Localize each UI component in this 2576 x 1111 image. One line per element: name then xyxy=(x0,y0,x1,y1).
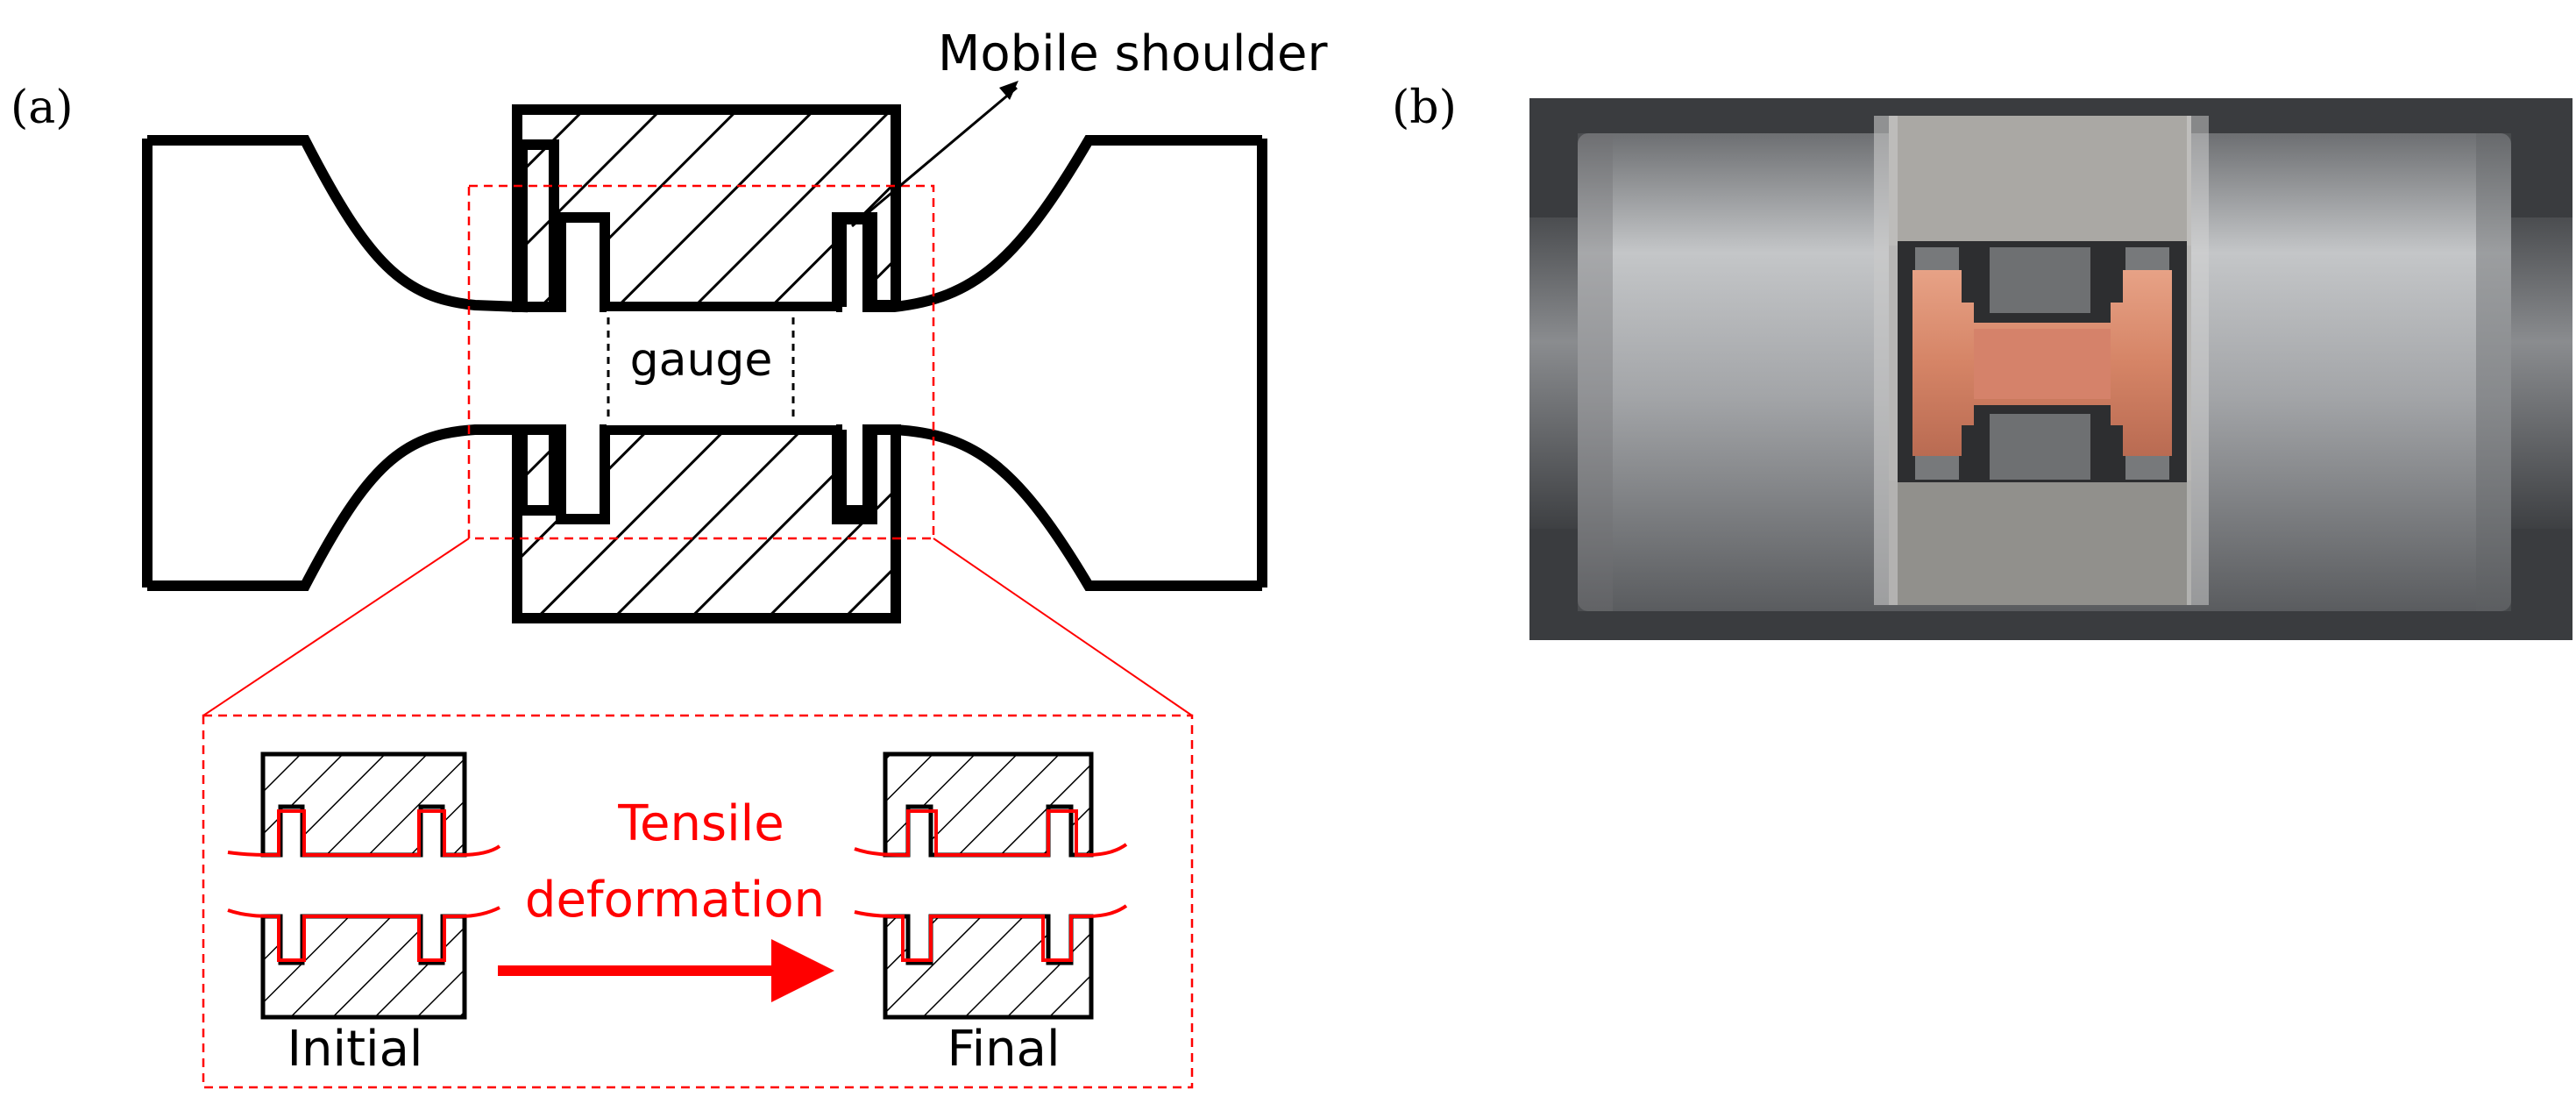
mobile-shoulder-label: Mobile shoulder xyxy=(938,25,1328,82)
lower-grip-block xyxy=(512,424,901,623)
zoom-line-right xyxy=(933,538,1193,716)
zoom-line-left xyxy=(202,538,470,716)
panel-b-label: (b) xyxy=(1392,82,1457,134)
mobile-shoulder-arrowhead xyxy=(999,81,1018,100)
gauge-window xyxy=(607,311,836,425)
final-state xyxy=(854,751,1128,1020)
initial-state xyxy=(227,751,501,1020)
zoom-region-box xyxy=(467,184,935,540)
tensile-label: Tensile xyxy=(617,795,784,852)
initial-label: Initial xyxy=(287,1021,423,1078)
final-label: Final xyxy=(947,1021,1060,1078)
panel-a-label: (a) xyxy=(11,82,74,134)
photo-tensile-fixture xyxy=(1529,98,2572,640)
mobile-shoulder-pointer xyxy=(851,86,1018,228)
gauge-label: gauge xyxy=(630,334,773,387)
upper-grip-block xyxy=(512,104,901,312)
inset-box xyxy=(202,714,1194,1089)
deformation-label: deformation xyxy=(525,872,825,929)
